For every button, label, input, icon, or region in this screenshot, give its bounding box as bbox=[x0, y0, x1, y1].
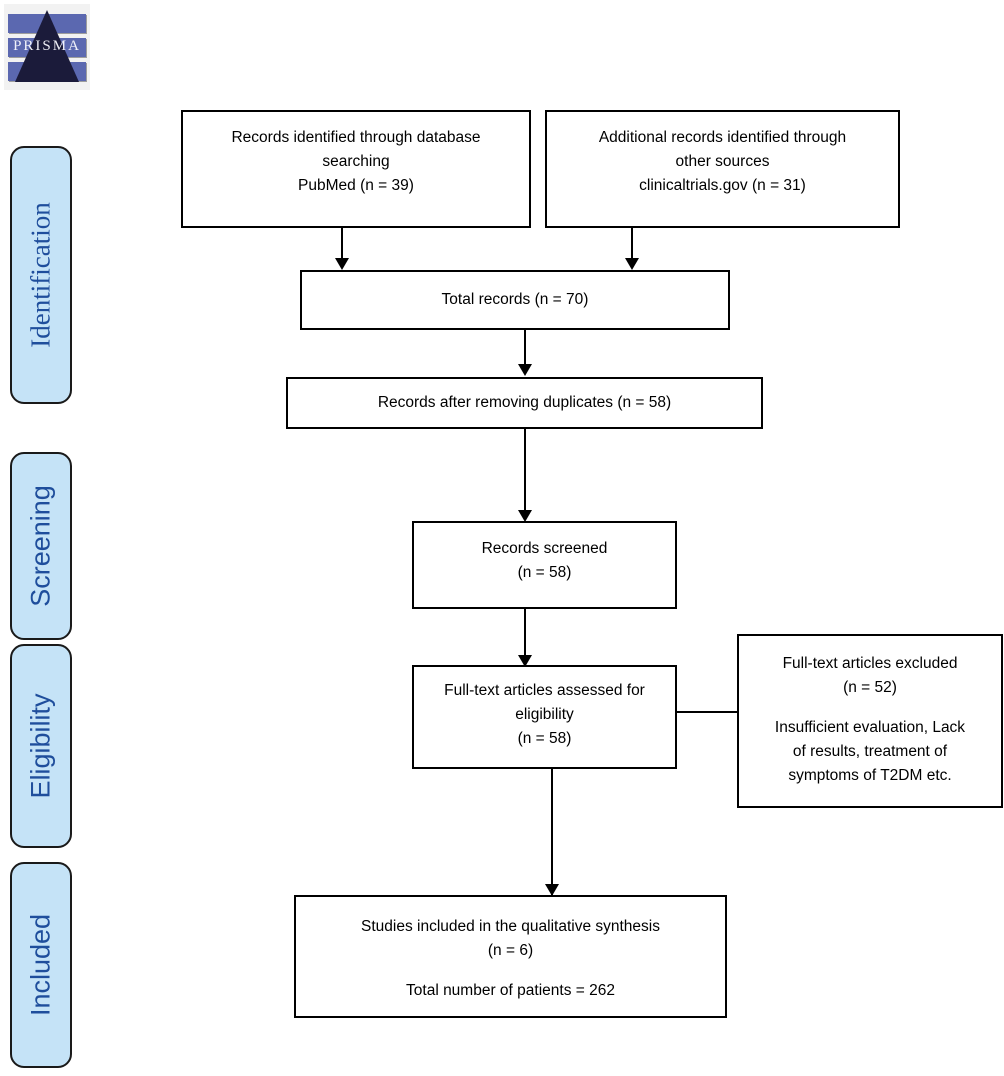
box-records-screened: Records screened (n = 58) bbox=[412, 521, 677, 609]
stage-pill-identification: Identification bbox=[10, 146, 72, 404]
arrowhead-screened-to-fulltext bbox=[518, 655, 532, 667]
box-additional-records-other-sources: Additional records identified through ot… bbox=[545, 110, 900, 228]
box-studies-included: Studies included in the qualitative synt… bbox=[294, 895, 727, 1018]
connector-other-sources-to-total bbox=[631, 228, 633, 264]
box-line: (n = 6) bbox=[487, 942, 534, 960]
stage-label-screening: Screening bbox=[25, 485, 56, 607]
logo-triangle bbox=[15, 10, 79, 82]
connector-fulltext-to-excluded bbox=[677, 711, 743, 713]
box-line: Records identified through database bbox=[231, 129, 481, 146]
box-line: Insufficient evaluation, Lack bbox=[774, 719, 966, 737]
box-line: PubMed (n = 39) bbox=[298, 177, 414, 195]
stage-label-included: Included bbox=[25, 913, 56, 1017]
box-line: Additional records identified through bbox=[598, 129, 847, 146]
connector-fulltext-to-included bbox=[551, 769, 553, 895]
arrowhead-database-to-total bbox=[335, 258, 349, 270]
box-line: (n = 58) bbox=[517, 730, 572, 748]
box-line: Full-text articles excluded bbox=[782, 655, 958, 672]
box-line: Total records (n = 70) bbox=[441, 290, 589, 308]
box-records-after-duplicates: Records after removing duplicates (n = 5… bbox=[286, 377, 763, 429]
stage-label-eligibility: Eligibility bbox=[25, 693, 56, 799]
connector-duplicates-to-screened bbox=[524, 429, 526, 515]
box-line: Total number of patients = 262 bbox=[406, 982, 615, 1000]
box-line-spacer bbox=[747, 700, 993, 716]
box-fulltext-assessed: Full-text articles assessed for eligibil… bbox=[412, 665, 677, 769]
stage-pill-included: Included bbox=[10, 862, 72, 1068]
stage-pill-eligibility: Eligibility bbox=[10, 644, 72, 848]
stage-pill-screening: Screening bbox=[10, 452, 72, 640]
connector-screened-to-fulltext bbox=[524, 609, 526, 661]
box-line: Full-text articles assessed for bbox=[444, 682, 645, 699]
box-line: Studies included in the qualitative synt… bbox=[361, 918, 660, 935]
box-line: searching bbox=[322, 153, 390, 171]
box-fulltext-excluded: Full-text articles excluded (n = 52) Ins… bbox=[737, 634, 1003, 808]
box-line: (n = 58) bbox=[517, 564, 572, 582]
box-line-spacer bbox=[304, 963, 717, 979]
connector-database-to-total bbox=[341, 228, 343, 264]
box-line: eligibility bbox=[515, 706, 574, 724]
arrowhead-duplicates-to-screened bbox=[518, 510, 532, 522]
box-line: other sources bbox=[675, 153, 770, 171]
arrowhead-other-sources-to-total bbox=[625, 258, 639, 270]
connector-total-to-duplicates bbox=[524, 330, 526, 370]
box-line: of results, treatment of bbox=[792, 743, 948, 761]
logo-wordmark: PRISMA bbox=[13, 38, 81, 54]
box-records-identified-database: Records identified through database sear… bbox=[181, 110, 531, 228]
box-line: symptoms of T2DM etc. bbox=[788, 767, 952, 785]
box-line: Records after removing duplicates (n = 5… bbox=[377, 393, 672, 411]
box-line: Records screened bbox=[481, 540, 608, 557]
prisma-logo-icon: PRISMA bbox=[4, 4, 90, 90]
arrowhead-fulltext-to-included bbox=[545, 884, 559, 896]
box-total-records: Total records (n = 70) bbox=[300, 270, 730, 330]
arrowhead-total-to-duplicates bbox=[518, 364, 532, 376]
box-line: (n = 52) bbox=[843, 679, 897, 697]
box-line: clinicaltrials.gov (n = 31) bbox=[639, 177, 806, 195]
stage-label-identification: Identification bbox=[25, 202, 56, 348]
